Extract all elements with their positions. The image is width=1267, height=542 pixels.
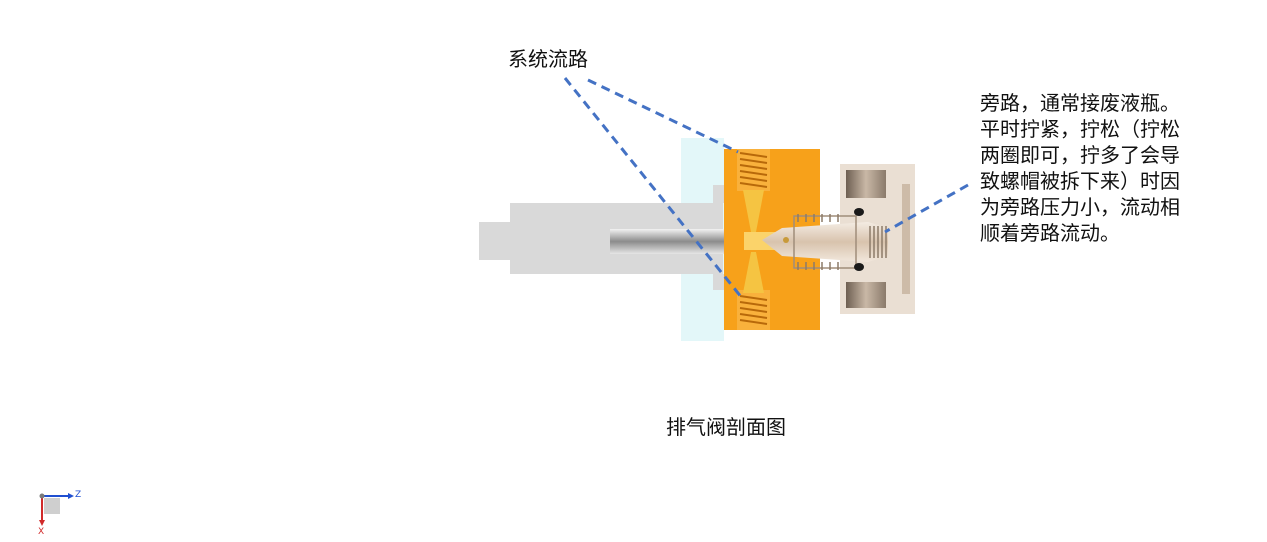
upper-spring — [739, 152, 768, 188]
piston-rod — [610, 229, 745, 254]
bypass-note-line: 两圈即可，拧多了会导 — [980, 143, 1180, 167]
bypass-note-line: 顺着旁路流动。 — [980, 221, 1120, 245]
bypass-screw — [762, 214, 888, 270]
bypass-note-line: 旁路，通常接废液瓶。 — [980, 91, 1180, 115]
leader-lines — [563, 77, 969, 299]
lower-spring — [739, 295, 768, 325]
bypass-note-line: 为旁路压力小，流动相 — [980, 195, 1180, 219]
axis-z-label: Z — [75, 490, 82, 500]
bypass-note-line: 平时拧紧，拧松（拧松 — [980, 117, 1180, 141]
diagram-caption: 排气阀剖面图 — [666, 415, 786, 439]
system-flow-label: 系统流路 — [508, 47, 588, 71]
axis-triad — [39, 493, 74, 526]
axis-x-label: X — [38, 527, 45, 537]
o-rings — [854, 208, 864, 271]
bypass-note-line: 致螺帽被拆下来）时因 — [980, 169, 1180, 193]
bypass-note: 旁路，通常接废液瓶。 平时拧紧，拧松（拧松 两圈即可，拧多了会导 致螺帽被拆下来… — [980, 90, 1180, 246]
